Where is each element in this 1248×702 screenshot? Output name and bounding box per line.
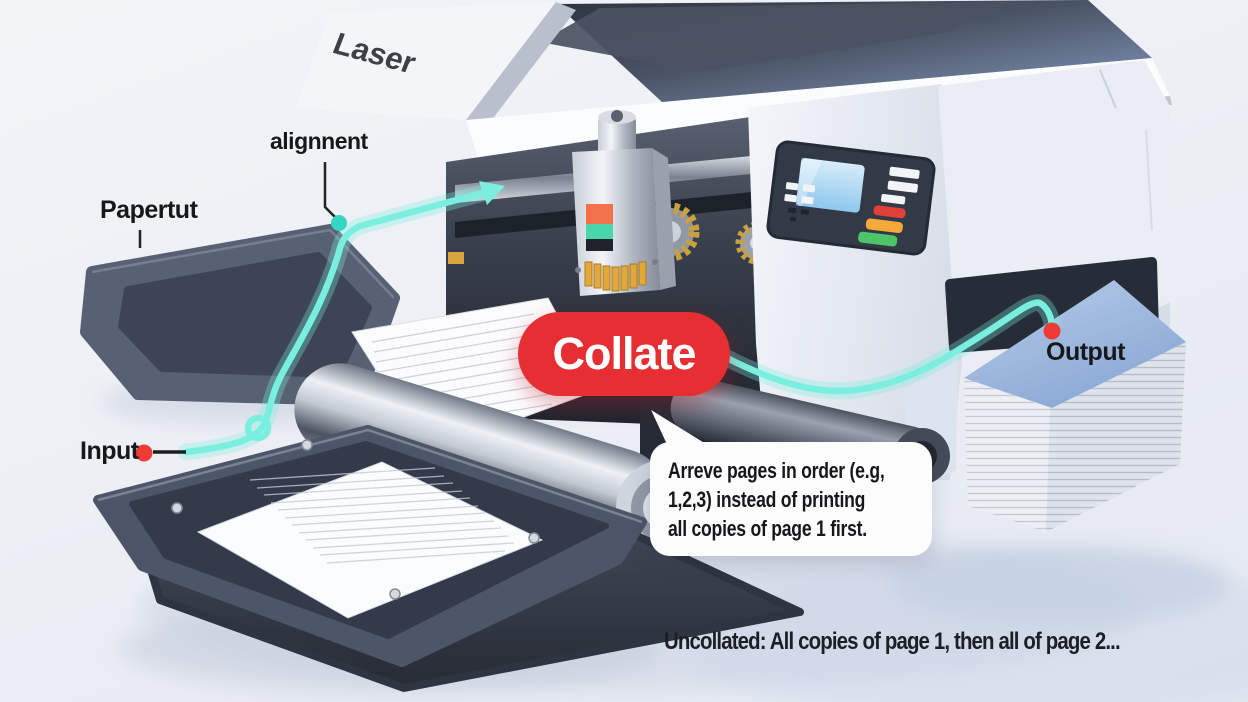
output-paper-stack xyxy=(964,280,1186,532)
input-paper xyxy=(196,461,544,619)
uncollated-caption: Uncollated: All copies of page 1, then a… xyxy=(664,628,1121,655)
collate-badge: Collate xyxy=(518,312,730,396)
paper-path-output-segment xyxy=(723,299,1056,395)
collate-badge-text: Collate xyxy=(552,328,696,379)
output-label: Output xyxy=(1046,338,1125,366)
alignment-dot-icon xyxy=(331,215,347,231)
panel-button-green xyxy=(858,231,898,247)
panel-button-red xyxy=(873,205,906,219)
output-dot-icon xyxy=(1043,322,1061,340)
bubble-line-2: 1,2,3) instead of printing xyxy=(668,487,866,512)
alignment-label: alignnent xyxy=(270,128,368,154)
paper-out-tray xyxy=(80,224,400,406)
printhead-nozzles xyxy=(584,261,647,292)
tray-screws xyxy=(171,439,540,600)
input-dot-icon xyxy=(135,444,153,462)
paper-path-arrowhead xyxy=(479,181,505,205)
bubble-text: Arreve pages in order (e.g, 1,2,3) inste… xyxy=(668,456,885,543)
printhead-label-orange xyxy=(586,204,613,224)
bubble-line-1: Arreve pages in order (e.g, xyxy=(668,458,885,483)
bubble-line-3: all copies of page 1 first. xyxy=(668,516,867,541)
input-tray xyxy=(93,425,647,667)
panel-button-yellow xyxy=(865,218,903,234)
control-panel xyxy=(766,140,936,256)
printhead-label-teal xyxy=(586,224,613,239)
alignment-leader-line xyxy=(323,162,339,221)
gold-button xyxy=(448,252,464,264)
input-label: Input xyxy=(80,437,139,465)
printhead xyxy=(572,110,676,296)
collate-definition-bubble: Arreve pages in order (e.g, 1,2,3) inste… xyxy=(650,410,932,556)
paper-path xyxy=(177,181,1061,461)
annotation-markers xyxy=(135,162,1061,462)
paper-out-label: Papertut xyxy=(100,196,198,224)
printhead-label-black xyxy=(586,239,613,251)
panel-buttons-dark xyxy=(787,207,810,222)
paper-path-loop xyxy=(244,414,272,442)
panel-buttons-white xyxy=(784,166,920,205)
